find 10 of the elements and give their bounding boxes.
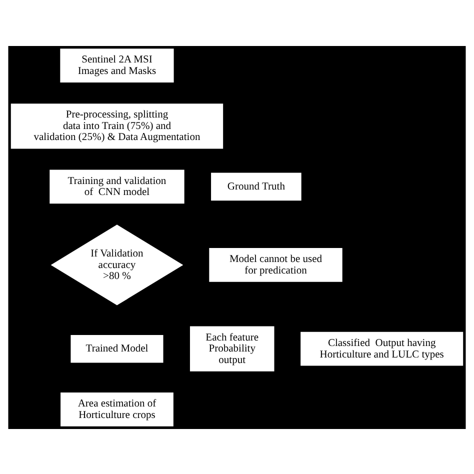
node-box: Model cannot be used for predication [209, 248, 342, 282]
node-box: Each feature Probability output [190, 326, 274, 371]
node-diamond: If Validation accuracy >80 % [50, 224, 184, 305]
node-box: Pre-processing, splitting data into Train (75%) and validation (25%) & Data Augmentation [10, 103, 224, 148]
node-box: Classified Output having Horticulture and LULC types [300, 331, 464, 366]
node-box: Ground Truth [211, 172, 302, 200]
node-box: Training and validation of CNN model [50, 169, 184, 204]
node-box: Sentinel 2A MSI Images and Masks [60, 48, 174, 82]
node-box: Area estimation of Horticulture crops [60, 392, 174, 426]
node-box: Trained Model [70, 334, 164, 362]
